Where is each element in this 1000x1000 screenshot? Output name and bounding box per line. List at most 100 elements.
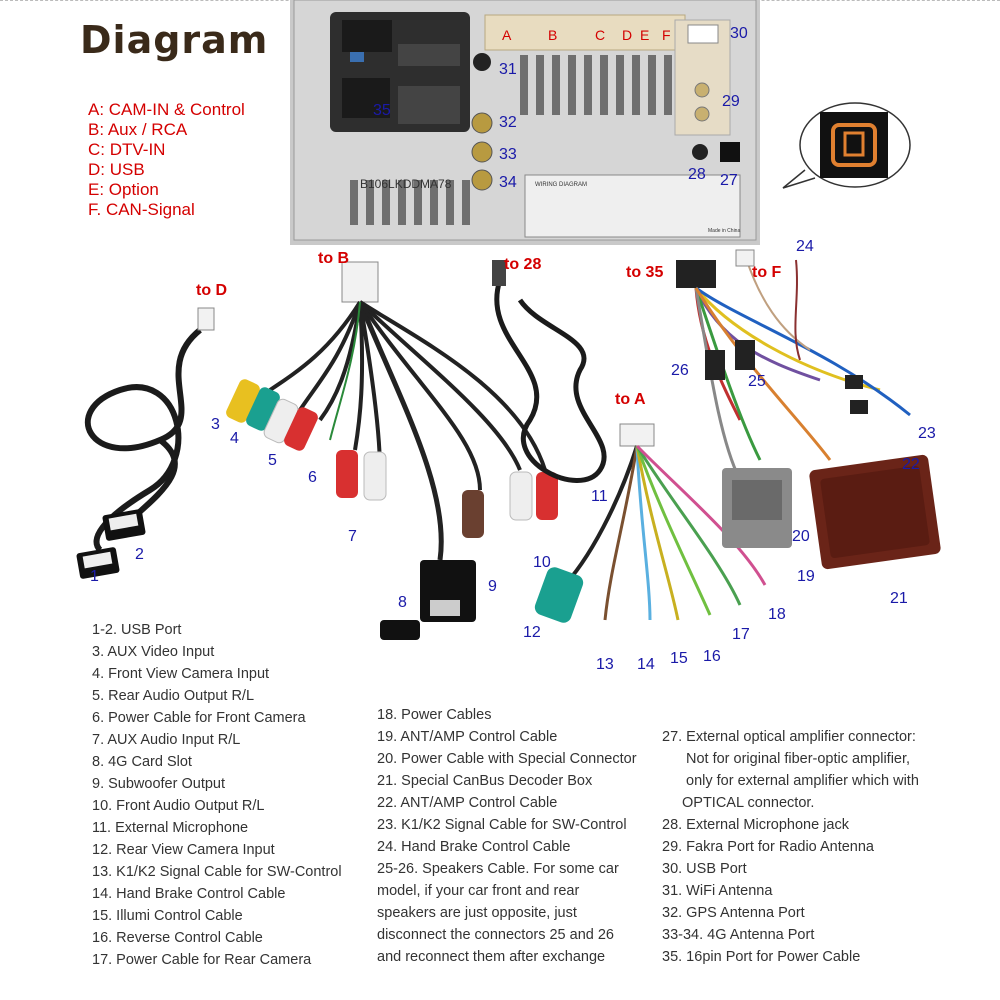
list-item: 1-2. USB Port <box>92 622 182 638</box>
list-item: only for external amplifier which with <box>686 773 919 789</box>
label-29: 29 <box>722 93 740 110</box>
legend-item: F. CAN-Signal <box>88 200 195 219</box>
label-28: 28 <box>688 166 706 183</box>
list-item: 10. Front Audio Output R/L <box>92 798 265 814</box>
cable-label-6: 6 <box>308 469 317 486</box>
legend-item: E: Option <box>88 180 159 199</box>
label-27: 27 <box>720 172 738 189</box>
list-item: 21. Special CanBus Decoder Box <box>377 773 593 789</box>
list-item: 33-34. 4G Antenna Port <box>662 927 815 943</box>
list-item: 20. Power Cable with Special Connector <box>377 751 637 767</box>
list-item: 24. Hand Brake Control Cable <box>377 839 571 855</box>
connector-legend: A: CAM-IN & Control B: Aux / RCA C: DTV-… <box>88 100 245 220</box>
list-item: OPTICAL connector. <box>682 795 815 811</box>
cable-label-3: 3 <box>211 416 220 433</box>
callout-to-a: to A <box>615 391 646 408</box>
cable-label-18: 18 <box>768 606 786 623</box>
label-35: 35 <box>373 102 391 119</box>
cable-label-14: 14 <box>637 656 655 673</box>
list-item: 12. Rear View Camera Input <box>92 842 275 858</box>
list-item: 31. WiFi Antenna <box>662 883 773 899</box>
cable-harness-illustration <box>76 249 941 640</box>
callout-to-35: to 35 <box>626 264 664 281</box>
cable-label-8: 8 <box>398 594 407 611</box>
label-31: 31 <box>499 61 517 78</box>
list-item: 25-26. Speakers Cable. For some car <box>377 861 619 877</box>
connector-letter-c: C <box>595 27 605 43</box>
list-item: 11. External Microphone <box>92 820 249 836</box>
list-item: 32. GPS Antenna Port <box>662 905 805 921</box>
list-item: 29. Fakra Port for Radio Antenna <box>662 839 874 855</box>
list-item: 3. AUX Video Input <box>92 644 215 660</box>
list-item: and reconnect them after exchange <box>377 949 606 965</box>
list-item: 23. K1/K2 Signal Cable for SW-Control <box>377 817 627 833</box>
legend-item: D: USB <box>88 160 145 179</box>
list-item: 13. K1/K2 Signal Cable for SW-Control <box>92 864 342 880</box>
list-item: 27. External optical amplifier connector… <box>662 729 916 745</box>
callout-to-b: to B <box>318 250 350 267</box>
cable-label-5: 5 <box>268 452 277 469</box>
page-title: Diagram <box>80 18 269 62</box>
legend-item: B: Aux / RCA <box>88 120 188 139</box>
cable-label-12: 12 <box>523 624 541 641</box>
list-item: 7. AUX Audio Input R/L <box>92 732 241 748</box>
list-item: speakers are just opposite, just <box>377 905 577 921</box>
cable-label-22: 22 <box>902 456 920 473</box>
cable-label-15: 15 <box>670 650 688 667</box>
connector-letter-e: E <box>640 27 649 43</box>
cable-label-24: 24 <box>796 238 814 255</box>
cable-label-20: 20 <box>792 528 810 545</box>
cable-label-16: 16 <box>703 648 721 665</box>
cable-label-26: 26 <box>671 362 689 379</box>
list-item: 8. 4G Card Slot <box>92 754 192 770</box>
list-item: 16. Reverse Control Cable <box>92 930 263 946</box>
serial-number: B106LKDDMA78 <box>360 177 452 191</box>
list-item: 15. Illumi Control Cable <box>92 908 243 924</box>
cable-label-2: 2 <box>135 546 144 563</box>
legend-item: A: CAM-IN & Control <box>88 100 245 119</box>
list-item: 14. Hand Brake Control Cable <box>92 886 286 902</box>
label-32: 32 <box>499 114 517 131</box>
parts-list-column-1: 1-2. USB Port 3. AUX Video Input 4. Fron… <box>92 619 342 971</box>
list-item: 6. Power Cable for Front Camera <box>92 710 306 726</box>
label-30: 30 <box>730 25 748 42</box>
callout-to-f: to F <box>752 264 782 281</box>
connector-letter-a: A <box>502 27 512 43</box>
list-item: 22. ANT/AMP Control Cable <box>377 795 558 811</box>
list-item: 19. ANT/AMP Control Cable <box>377 729 558 745</box>
callout-to-d: to D <box>196 282 228 299</box>
label-33: 33 <box>499 146 517 163</box>
list-item: model, if your car front and rear <box>377 883 580 899</box>
connector-letter-b: B <box>548 27 557 43</box>
legend-item: C: DTV-IN <box>88 140 166 159</box>
made-in-label: Made in China <box>708 228 740 234</box>
list-item: 28. External Microphone jack <box>662 817 849 833</box>
connector-letter-f: F <box>662 27 671 43</box>
list-item: 9. Subwoofer Output <box>92 776 225 792</box>
cable-label-25: 25 <box>748 373 766 390</box>
optical-connector-callout <box>782 102 911 189</box>
cable-label-13: 13 <box>596 656 614 673</box>
list-item: 35. 16pin Port for Power Cable <box>662 949 861 965</box>
cable-label-9: 9 <box>488 578 497 595</box>
cable-label-23: 23 <box>918 425 936 442</box>
connector-letter-d: D <box>622 27 632 43</box>
wiring-label-title: WIRING DIAGRAM <box>535 182 587 188</box>
parts-list-column-2: 18. Power Cables 19. ANT/AMP Control Cab… <box>377 704 637 968</box>
list-item: Not for original fiber-optic amplifier, <box>686 751 911 767</box>
cable-label-4: 4 <box>230 430 239 447</box>
cable-label-1: 1 <box>90 568 99 585</box>
parts-list-column-3: 27. External optical amplifier connector… <box>662 726 919 968</box>
cable-label-17: 17 <box>732 626 750 643</box>
label-34: 34 <box>499 174 517 191</box>
cable-label-21: 21 <box>890 590 908 607</box>
head-unit-back-panel: WIRING DIAGRAM Made in China B106LKDDMA7… <box>290 0 760 245</box>
cable-label-11: 11 <box>591 488 608 505</box>
list-item: 18. Power Cables <box>377 707 492 723</box>
list-item: disconnect the connectors 25 and 26 <box>377 927 614 943</box>
list-item: 5. Rear Audio Output R/L <box>92 688 255 704</box>
list-item: 30. USB Port <box>662 861 747 877</box>
cable-label-19: 19 <box>797 568 815 585</box>
list-item: 4. Front View Camera Input <box>92 666 270 682</box>
list-item: 17. Power Cable for Rear Camera <box>92 952 312 968</box>
